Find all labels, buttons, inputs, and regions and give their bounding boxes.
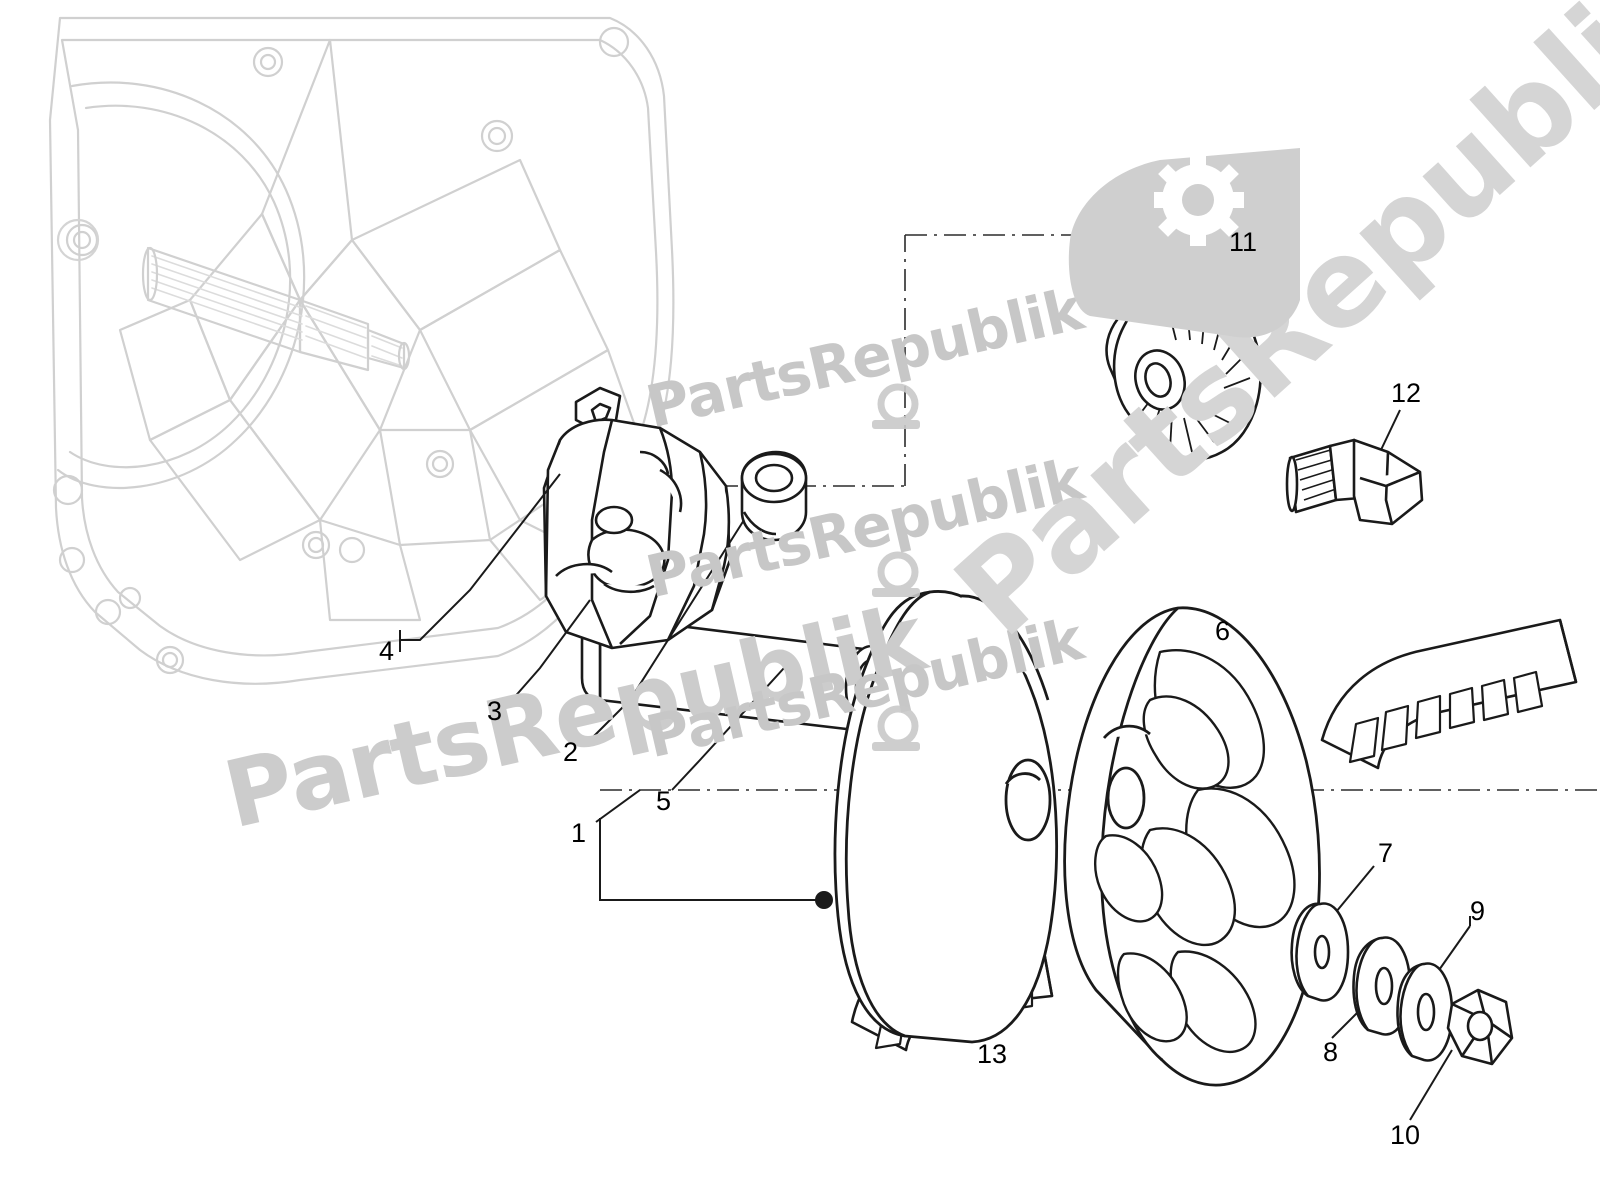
- callout-8: 8: [1323, 1037, 1339, 1067]
- part-bushing: [740, 450, 808, 542]
- callout-4: 4: [379, 636, 395, 666]
- part-upper-pulley: [1105, 286, 1262, 461]
- callout-2: 2: [563, 737, 579, 767]
- callout-7: 7: [1378, 838, 1394, 868]
- callout-13: 13: [977, 1039, 1008, 1069]
- part-variator-fan: [1063, 606, 1321, 1087]
- part-fixed-half-pulley: [833, 590, 1058, 1044]
- callout-9: 9: [1470, 896, 1486, 926]
- part-washer-8: [1352, 936, 1412, 1036]
- callout-3: 3: [487, 696, 503, 726]
- part-drive-belt-upper: [1320, 618, 1578, 770]
- callout-11: 11: [1229, 227, 1258, 257]
- callout-6: 6: [1215, 616, 1231, 646]
- part-bolt: [1285, 438, 1424, 526]
- callout-5: 5: [656, 786, 672, 816]
- part-washer-7: [1290, 902, 1350, 1002]
- callout-12: 12: [1391, 378, 1422, 408]
- part-nut: [1446, 988, 1514, 1066]
- callout-1: 1: [571, 818, 587, 848]
- callout-10: 10: [1390, 1120, 1421, 1150]
- part-washer-9: [1396, 962, 1454, 1062]
- part-ramp-plate: [542, 386, 732, 650]
